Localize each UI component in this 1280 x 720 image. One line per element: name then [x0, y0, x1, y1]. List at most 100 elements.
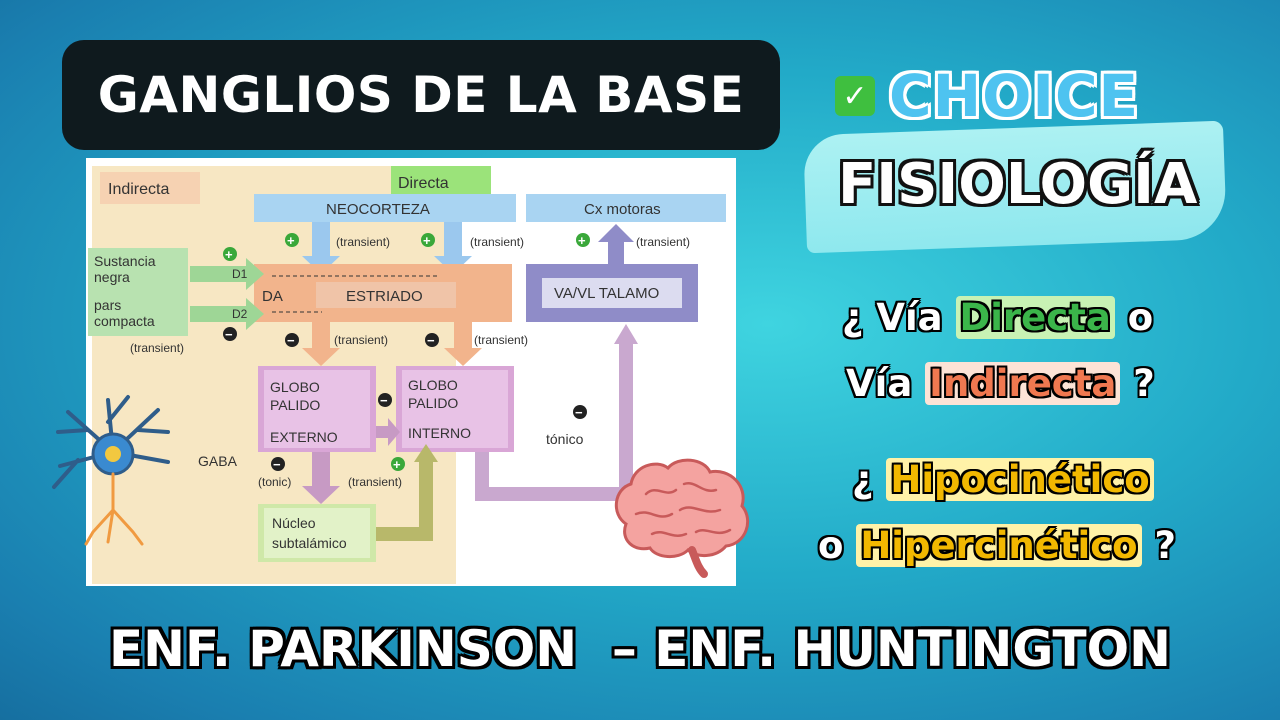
q2-suffix: ? — [1120, 362, 1155, 405]
basal-ganglia-diagram: Indirecta Directa NEOCORTEZA Cx motoras … — [86, 158, 736, 586]
cx-motoras-box — [526, 194, 726, 222]
transient-label: (transient) — [130, 341, 184, 355]
gpi-box — [402, 370, 508, 448]
transient-label: (transient) — [348, 475, 402, 489]
stn-label-1: Núcleo — [272, 515, 316, 531]
arrow-neocortex-indirect — [302, 222, 340, 274]
stn-label-2: subtalámico — [272, 535, 347, 551]
footer-diseases: ENF. PARKINSON – ENF. HUNTINGTON — [0, 620, 1280, 678]
estriado-inner — [316, 282, 456, 308]
plus-icon — [391, 457, 405, 471]
plus-icon — [285, 233, 299, 247]
hipocinetico-highlight: Hipocinético — [886, 458, 1154, 501]
estriado-label: ESTRIADO — [346, 288, 423, 305]
arrow-gpe-stn — [302, 452, 340, 504]
arrow-thalamus-cortex — [598, 224, 634, 266]
arrow-estriado-gpi — [444, 322, 482, 366]
transient-label: (transient) — [474, 333, 528, 347]
transient-label: (transient) — [336, 235, 390, 249]
q3-prefix: ¿ — [852, 458, 887, 501]
minus-sign: − — [273, 457, 281, 472]
plus-sign: + — [225, 247, 233, 262]
minus-icon — [223, 327, 237, 341]
negra-label: negra — [94, 269, 130, 285]
tonico-label: tónico — [546, 431, 584, 447]
talamo-box — [542, 278, 682, 308]
gpi-label-1: GLOBO — [408, 377, 458, 393]
hipercinetico-highlight: Hipercinético — [856, 524, 1142, 567]
minus-sign: − — [225, 327, 233, 342]
brand-choice: ✓ CHOICE — [835, 62, 1139, 130]
stn-box — [264, 508, 370, 558]
gaba-label: GABA — [198, 453, 238, 469]
neuron-icon — [52, 395, 170, 546]
page-title: GANGLIOS DE LA BASE — [97, 66, 745, 124]
transient-label: (transient) — [636, 235, 690, 249]
sustancia-negra-box — [88, 248, 188, 336]
brain-icon — [615, 458, 749, 578]
question-line-2: Vía Indirecta ? — [846, 362, 1155, 405]
sustancia-label: Sustancia — [94, 253, 156, 269]
d2-label: D2 — [232, 307, 248, 321]
choice-label: CHOICE — [889, 62, 1140, 130]
da-label: DA — [262, 288, 283, 305]
talamo-label: VA/VL TALAMO — [554, 285, 659, 302]
q4-prefix: o — [818, 524, 857, 567]
path-stn-gpi — [376, 460, 433, 541]
plus-sign: + — [393, 457, 401, 472]
q1-suffix: o — [1114, 296, 1154, 339]
path-gpi-thalamus — [475, 342, 633, 501]
directa-highlight: Directa — [955, 296, 1115, 339]
arrow-gpe-gpi — [376, 418, 400, 446]
indirecta-label: Indirecta — [108, 181, 169, 198]
plus-icon — [576, 233, 590, 247]
gpe-label-2: PALIDO — [270, 397, 320, 413]
gpe-label-3: EXTERNO — [270, 429, 338, 445]
q2-prefix: Vía — [846, 362, 926, 405]
d1-label: D1 — [232, 267, 248, 281]
minus-icon — [271, 457, 285, 471]
gpe-box — [264, 370, 370, 448]
compacta-label: compacta — [94, 313, 155, 329]
gpi-label-2: PALIDO — [408, 395, 458, 411]
minus-sign: − — [287, 333, 295, 348]
minus-sign: − — [427, 333, 435, 348]
check-mark-icon: ✓ — [835, 76, 875, 116]
arrow-neocortex-direct — [434, 222, 472, 274]
transient-label: (transient) — [470, 235, 524, 249]
arrowhead-gpi — [414, 444, 438, 462]
pars-label: pars — [94, 297, 121, 313]
minus-icon — [378, 393, 392, 407]
question-line-4: o Hipercinético ? — [818, 524, 1176, 567]
tonic-label: (tonic) — [258, 475, 291, 489]
plus-sign: + — [578, 233, 586, 248]
transient-label: (transient) — [334, 333, 388, 347]
directa-label: Directa — [398, 175, 449, 192]
neocorteza-label: NEOCORTEZA — [326, 201, 430, 218]
question-line-1: ¿ Vía Directa o — [842, 296, 1153, 339]
q4-suffix: ? — [1141, 524, 1176, 567]
minus-sign: − — [380, 393, 388, 408]
arrowhead-thalamus — [614, 324, 638, 344]
plus-icon — [223, 247, 237, 261]
minus-icon — [425, 333, 439, 347]
q1-prefix: ¿ Vía — [842, 296, 956, 339]
directa-label-box — [391, 166, 491, 196]
diagram-svg: Indirecta Directa NEOCORTEZA Cx motoras … — [88, 166, 726, 584]
gpe-label-1: GLOBO — [270, 379, 320, 395]
neocorteza-box — [254, 194, 516, 222]
plus-sign: + — [287, 233, 295, 248]
gpi-label-3: INTERNO — [408, 425, 471, 441]
plus-sign: + — [423, 233, 431, 248]
minus-sign: − — [575, 405, 583, 420]
arrow-estriado-gpe — [302, 322, 340, 366]
indirecta-label-box — [100, 172, 200, 204]
question-line-3: ¿ Hipocinético — [852, 458, 1154, 501]
subject-label: FISIOLOGÍA — [838, 152, 1198, 217]
indirecta-highlight: Indirecta — [925, 362, 1121, 405]
title-banner: GANGLIOS DE LA BASE — [62, 40, 780, 150]
plus-icon — [421, 233, 435, 247]
footer-text: ENF. PARKINSON – ENF. HUNTINGTON — [109, 620, 1171, 678]
d2-arrow — [190, 298, 264, 330]
minus-icon — [573, 405, 587, 419]
